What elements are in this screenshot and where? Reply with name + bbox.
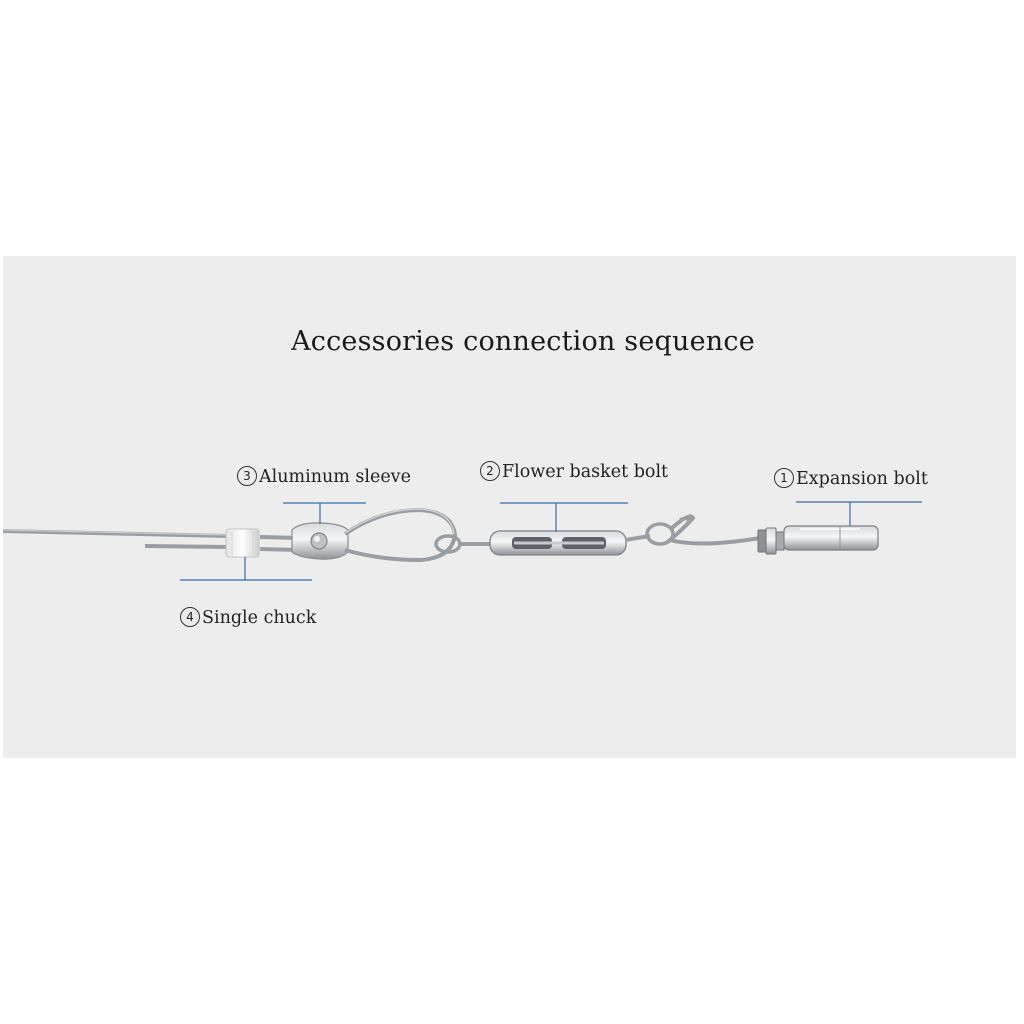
number-badge: 2	[480, 461, 500, 481]
flower-basket-bolt-part	[434, 522, 675, 556]
aluminum-sleeve-part	[225, 528, 260, 558]
number-badge: 3	[237, 466, 257, 486]
number-badge: 1	[774, 468, 794, 488]
single-chuck-part	[291, 522, 349, 560]
diagram-panel: Accessories connection sequence	[3, 256, 1016, 758]
rope-loop	[343, 507, 458, 563]
leader-lines	[180, 501, 922, 581]
diagram-title: Accessories connection sequence	[291, 326, 755, 357]
number-badge: 4	[180, 607, 200, 627]
hook-part	[665, 514, 761, 546]
expansion-bolt-part	[757, 525, 879, 555]
